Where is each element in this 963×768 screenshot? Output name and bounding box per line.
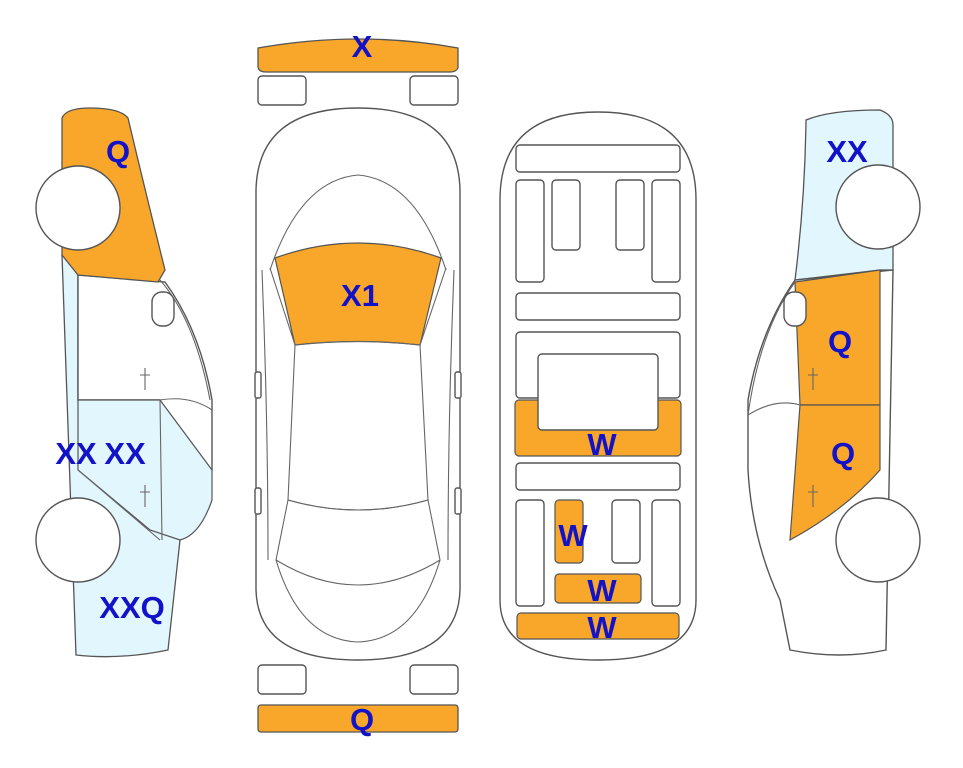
label-floor-rear-end: W	[587, 610, 617, 645]
rear-left-light	[257, 664, 307, 695]
rear-bumper-panel[interactable]	[257, 704, 459, 733]
label-left-front-fender: Q	[106, 134, 130, 169]
right-side-view	[747, 109, 921, 656]
front-right-light	[409, 75, 459, 106]
label-floor-rear-small: W	[558, 518, 588, 553]
label-front-bumper: X	[352, 29, 373, 64]
front-bumper-panel[interactable]	[257, 38, 459, 73]
label-left-door-rear: XX	[104, 436, 146, 471]
floor-rear-end-panel[interactable]	[516, 612, 680, 640]
label-floor-rear-mid: W	[587, 573, 617, 608]
damage-labels: X X1 Q Q XX XX XXQ W W W W XX Q Q	[55, 29, 868, 737]
label-rear-bumper: Q	[350, 702, 374, 737]
left-rear-door-panel[interactable]	[77, 399, 213, 541]
label-left-rear-quarter: XXQ	[99, 590, 164, 625]
top-view	[254, 38, 462, 733]
left-front-wheel	[35, 165, 121, 251]
right-front-wheel	[835, 164, 921, 250]
left-rear-wheel	[35, 497, 121, 583]
label-floor-center: W	[587, 427, 617, 462]
top-view-body	[255, 107, 461, 661]
front-left-light	[257, 75, 307, 106]
label-left-door-pair: XX	[55, 436, 97, 471]
underbody-view	[499, 111, 697, 661]
floor-rear-mid-panel[interactable]	[554, 573, 642, 604]
floor-tunnel-box	[537, 353, 659, 431]
label-windshield: X1	[341, 278, 379, 313]
label-right-rear-door: Q	[831, 436, 855, 471]
floor-rear-small-panel[interactable]	[554, 499, 584, 564]
left-side-view	[35, 107, 213, 658]
right-rear-wheel	[835, 497, 921, 583]
label-right-front-door: Q	[828, 324, 852, 359]
rear-right-light	[409, 664, 459, 695]
label-right-fender: XX	[826, 134, 868, 169]
